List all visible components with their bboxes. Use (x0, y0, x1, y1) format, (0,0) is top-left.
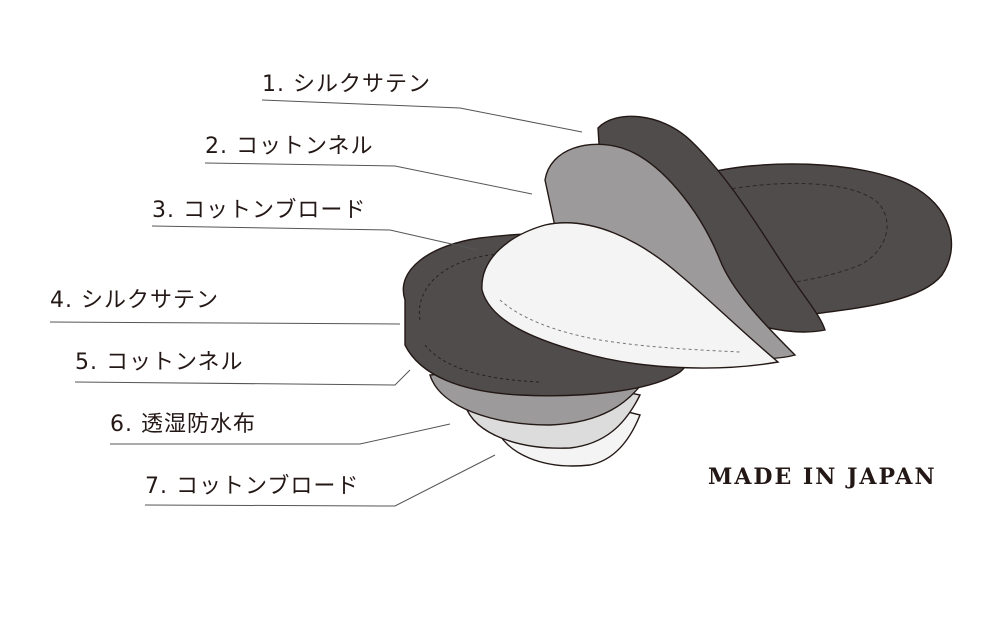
base-stitch-line-lower (424, 344, 541, 383)
leader-lines (49, 99, 583, 507)
leader-line-3 (151, 225, 479, 251)
label-layer-4: 4. シルクサテン (50, 288, 219, 313)
made-in-japan-badge: MADE IN JAPAN (708, 464, 937, 490)
base-stitch-line (418, 251, 591, 321)
label-layer-2: 2. コットンネル (205, 134, 374, 159)
white-layer-stitch-line (499, 299, 741, 353)
label-layer-6: 6. 透湿防水布 (110, 412, 256, 437)
leader-line-5 (74, 369, 411, 386)
leader-line-2 (204, 162, 533, 195)
layer-3-cotton-broad-shape (481, 222, 780, 369)
leader-line-7 (144, 454, 496, 507)
leader-line-1 (261, 99, 583, 133)
leader-line-4 (49, 321, 401, 325)
label-layer-5: 5. コットンネル (75, 350, 244, 375)
label-layer-3: 3. コットンブロード (152, 198, 367, 223)
label-layer-1: 1. シルクサテン (262, 72, 431, 97)
label-layer-7: 7. コットンブロード (145, 474, 360, 499)
right-wing-stitch-line (724, 182, 888, 291)
leader-line-6 (110, 423, 451, 445)
